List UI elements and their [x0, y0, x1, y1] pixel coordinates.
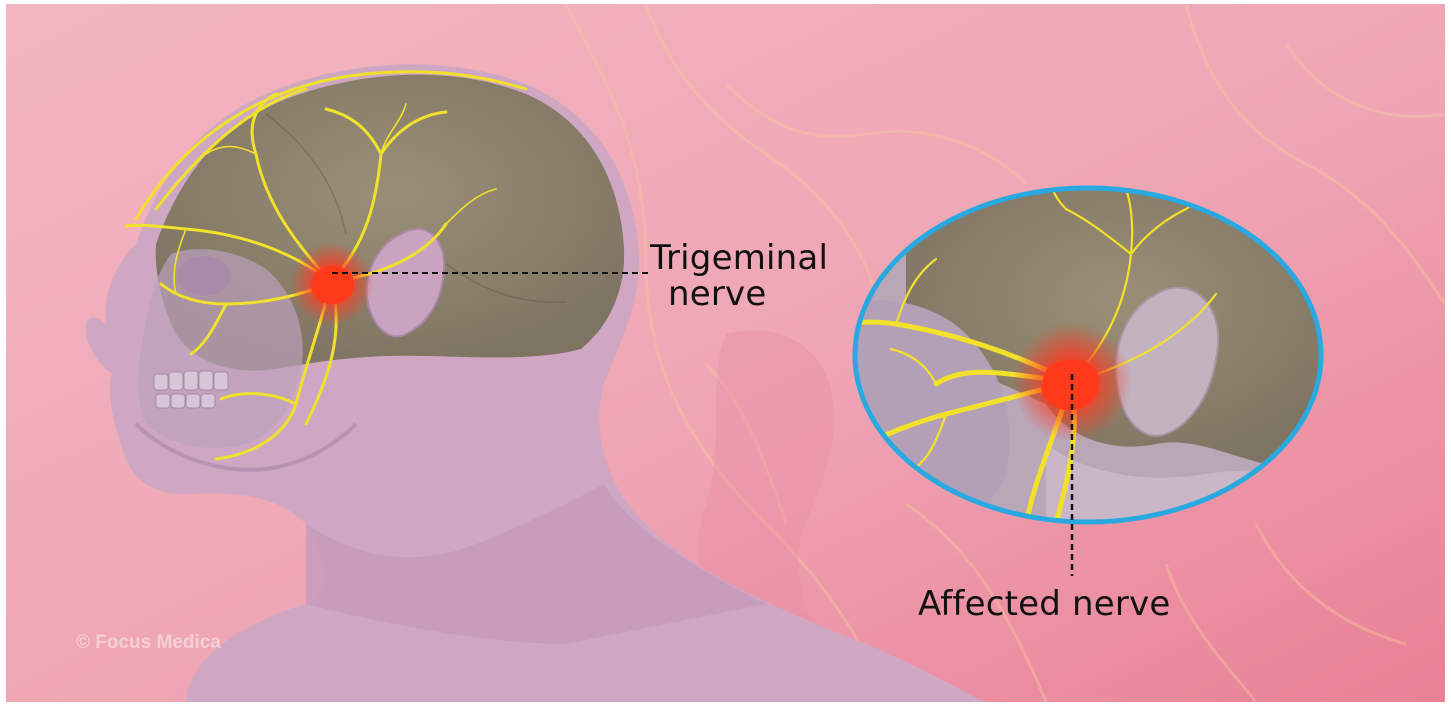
trigeminal-label-line2: nerve — [650, 276, 828, 312]
eye-socket — [178, 256, 230, 296]
trigeminal-nerve-label: Trigeminal nerve — [650, 240, 828, 312]
illustration — [6, 4, 1445, 702]
watermark: © Focus Medica — [76, 632, 221, 654]
trigeminal-label-line1: Trigeminal — [650, 240, 828, 276]
affected-nerve-label: Affected nerve — [918, 586, 1171, 622]
illustration-frame: Trigeminal nerve Affected nerve © Focus … — [6, 4, 1445, 702]
ganglion — [311, 266, 354, 305]
